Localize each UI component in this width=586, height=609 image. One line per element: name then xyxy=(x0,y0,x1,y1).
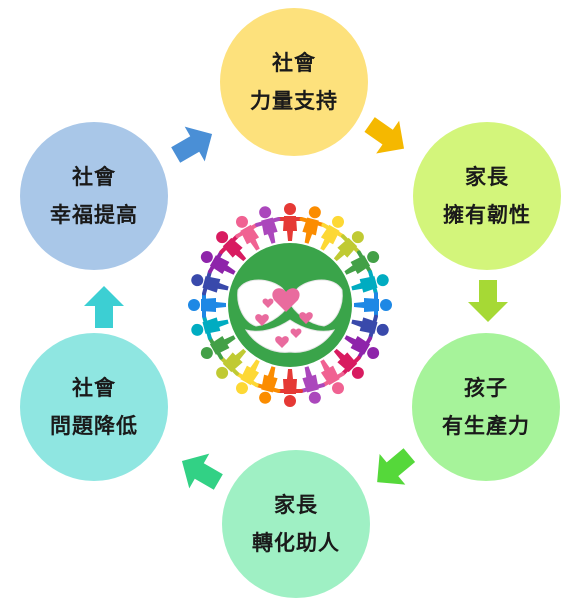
person-figure xyxy=(216,231,247,262)
arrow-down-right-icon xyxy=(364,117,405,154)
node-social-support-line1: 社會 xyxy=(272,51,316,75)
heart-icons xyxy=(255,288,313,348)
node-parent-resilience-line1: 家長 xyxy=(465,165,509,189)
arrow-up-icon xyxy=(84,286,124,328)
node-social-support-line2: 力量支持 xyxy=(250,89,338,113)
person-figure xyxy=(299,366,325,404)
person-figure xyxy=(235,215,260,251)
person-figure xyxy=(320,215,345,251)
arrow-up-right-icon xyxy=(171,126,213,163)
node-parent-helper-line2: 轉化助人 xyxy=(252,531,340,555)
person-figure xyxy=(277,369,303,407)
node-child-productivity: 孩子 有生產力 xyxy=(412,333,560,481)
people-ring xyxy=(188,203,392,407)
person-figure xyxy=(333,231,364,262)
person-figure xyxy=(333,348,364,379)
person-figure xyxy=(188,292,226,318)
node-social-happiness-line1: 社會 xyxy=(72,165,116,189)
node-social-problem: 社會 問題降低 xyxy=(20,333,168,481)
person-figure xyxy=(320,359,345,395)
person-figure xyxy=(235,359,260,395)
node-child-productivity-line1: 孩子 xyxy=(464,376,508,400)
node-parent-resilience: 家長 擁有韌性 xyxy=(413,122,561,270)
node-social-happiness-line2: 幸福提高 xyxy=(50,203,138,227)
person-figure xyxy=(351,314,389,340)
node-child-productivity-line2: 有生產力 xyxy=(442,414,530,438)
person-figure xyxy=(344,250,380,275)
arrow-left-icon xyxy=(181,453,223,490)
arrow-down-icon xyxy=(468,280,508,322)
node-parent-helper-line1: 家長 xyxy=(274,493,318,517)
person-figure xyxy=(200,335,236,360)
person-figure xyxy=(344,335,380,360)
person-figure xyxy=(191,270,229,296)
arrow-down-left-icon xyxy=(377,448,416,485)
person-figure xyxy=(255,366,281,404)
person-figure xyxy=(277,203,303,241)
node-social-happiness: 社會 幸福提高 xyxy=(20,122,168,270)
node-parent-resilience-line2: 擁有韌性 xyxy=(443,203,531,227)
node-parent-helper: 家長 轉化助人 xyxy=(222,450,370,598)
node-social-problem-line1: 社會 xyxy=(72,376,116,400)
person-figure xyxy=(351,270,389,296)
node-social-problem-line2: 問題降低 xyxy=(50,414,138,438)
person-figure xyxy=(354,292,392,318)
person-figure xyxy=(216,348,247,379)
person-figure xyxy=(200,250,236,275)
person-figure xyxy=(255,206,281,244)
person-figure xyxy=(299,206,325,244)
person-figure xyxy=(191,314,229,340)
node-social-support: 社會 力量支持 xyxy=(220,8,368,156)
